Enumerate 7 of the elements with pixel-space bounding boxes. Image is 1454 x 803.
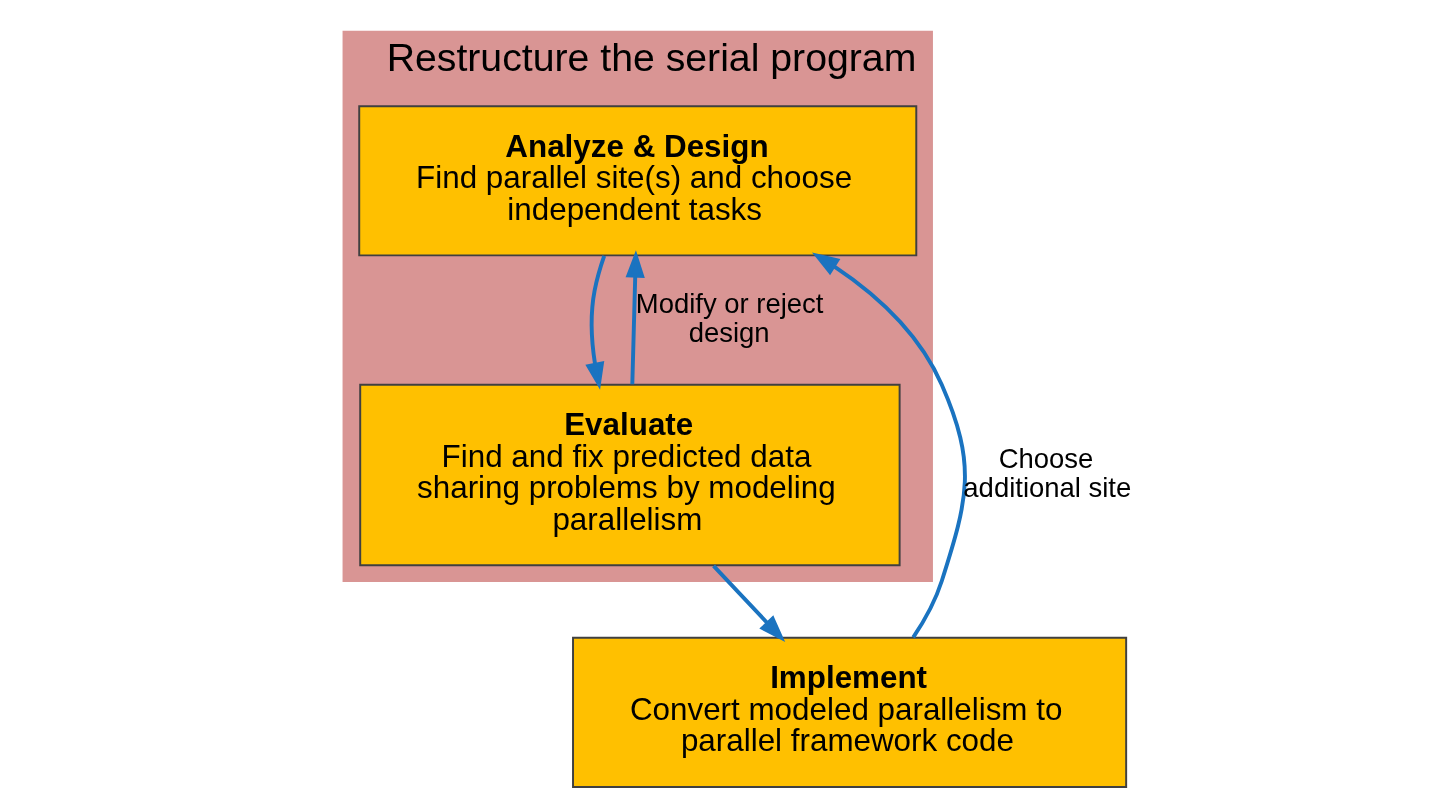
arrow [585,255,607,390]
arrow [625,250,645,385]
arrow [811,252,967,639]
node-box: Evaluate Find and fix predicted data sharing problems by modeling parallelism [359,383,901,567]
edge-label: Modify or reject design [635,287,824,349]
node-box: Analyze & Design Find parallel site(s) and choose independent tasks [358,105,918,257]
node-box: Implement Convert modeled parallelism to parallel framework code [572,636,1128,788]
